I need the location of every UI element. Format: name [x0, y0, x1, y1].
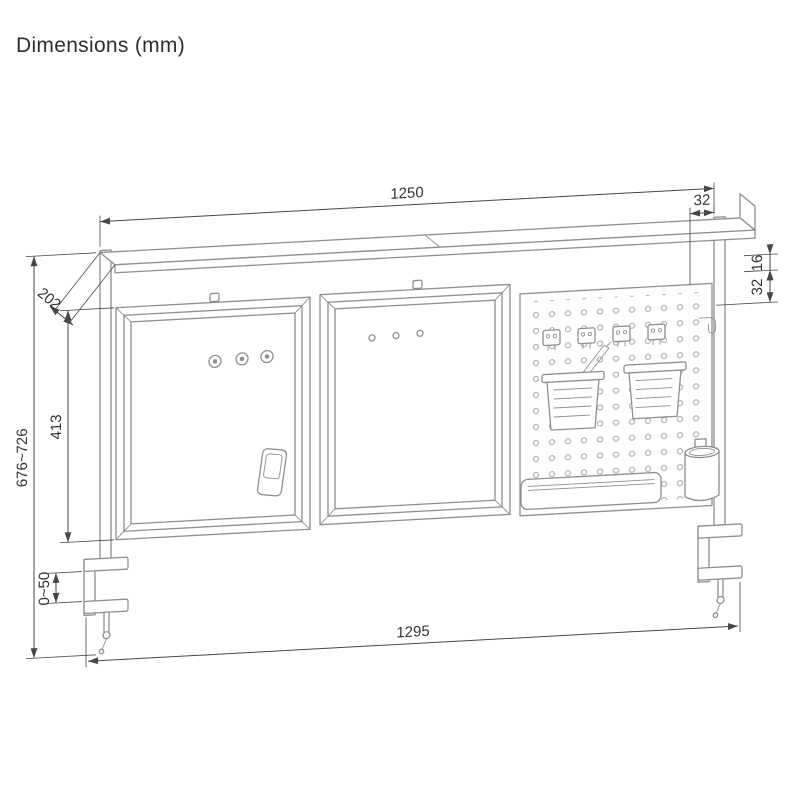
dim-clamp-range-label: 0~50	[36, 571, 53, 606]
basket-left	[541, 341, 612, 431]
dim-top-right-offset: 32	[689, 192, 715, 285]
dim-shelf-depth-label: 202	[34, 285, 64, 314]
dim-clamp-range: 0~50	[36, 571, 82, 606]
pegboard	[519, 282, 720, 517]
pen-hook	[698, 317, 716, 334]
dim-top-right-offset-label: 32	[694, 192, 711, 210]
basket-right	[623, 361, 687, 420]
drawing-group: 1250 32 16 32 202 413	[14, 182, 778, 668]
dim-panel-height-label: 413	[48, 414, 65, 440]
dim-top-width-label: 1250	[390, 184, 423, 203]
whiteboard-left	[115, 296, 311, 541]
dim-panel-height: 413	[48, 307, 114, 544]
pegboard-clips	[542, 323, 666, 351]
clamp-right	[697, 523, 743, 619]
dim-overall-height-label: 676~726	[14, 428, 31, 488]
dim-right-side: 16 32	[716, 244, 778, 306]
dim-overall-height: 676~726	[14, 252, 96, 659]
dim-bottom-width-label: 1295	[396, 623, 429, 642]
top-shelf	[99, 193, 756, 274]
clamp-left	[83, 556, 129, 655]
dim-bottom-width: 1295	[85, 581, 741, 668]
whiteboard-middle	[319, 283, 511, 526]
magnet-buttons	[208, 349, 274, 369]
bottom-tray	[520, 471, 662, 511]
mounting-tabs	[209, 279, 423, 303]
dim-side-offset-label: 32	[749, 278, 766, 296]
pen-cup	[684, 438, 720, 502]
eraser	[256, 448, 288, 497]
dim-side-thickness-label: 16	[749, 254, 766, 272]
page-title: Dimensions (mm)	[16, 34, 185, 57]
magnet-dots	[368, 329, 424, 342]
